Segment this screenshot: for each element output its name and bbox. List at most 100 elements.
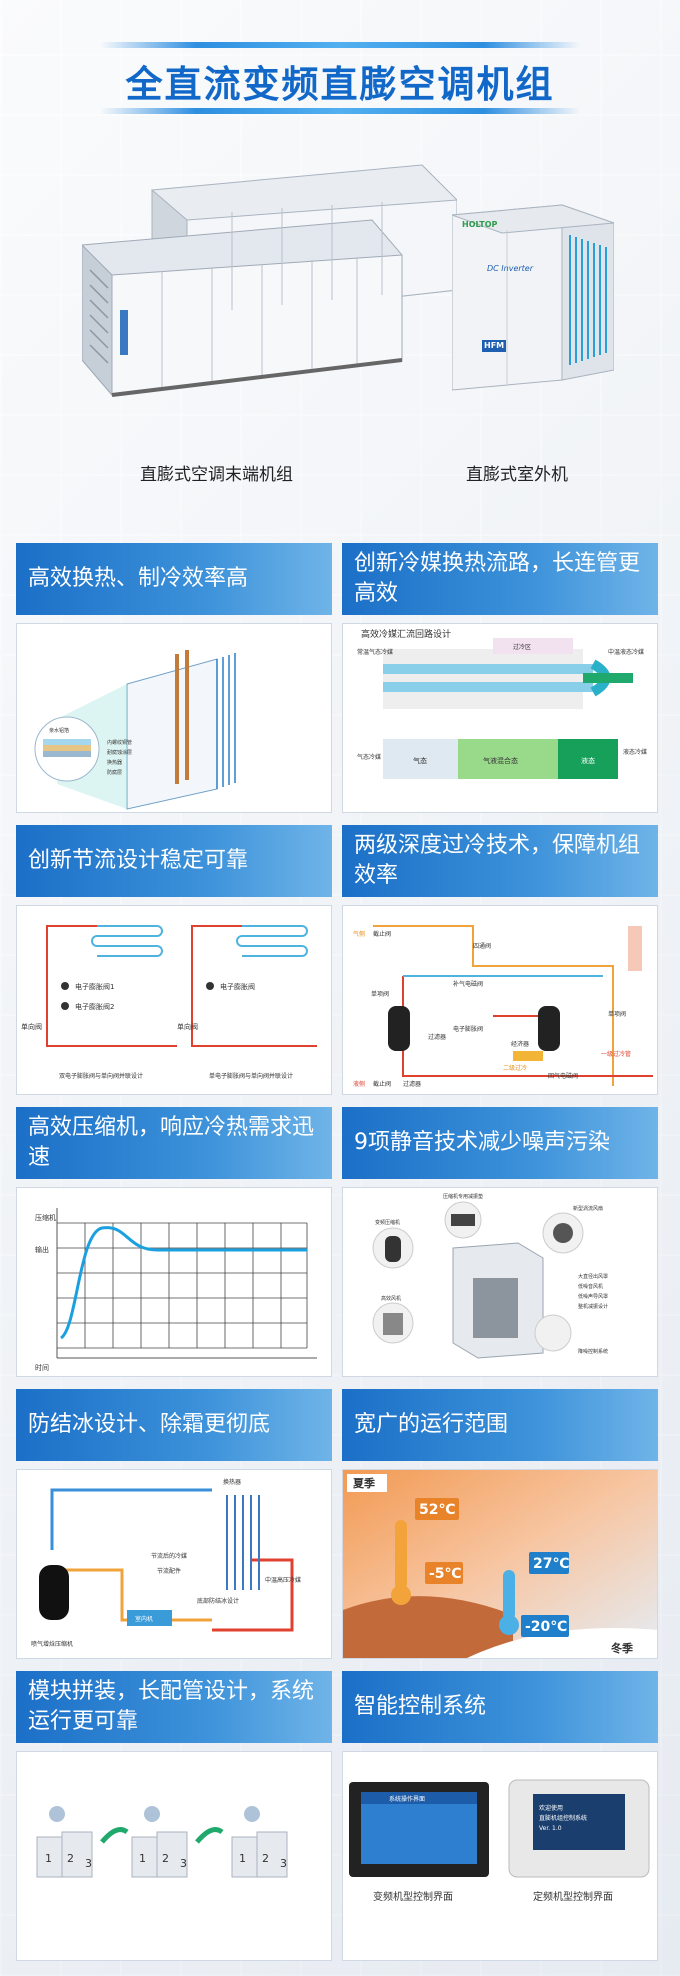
label: 过冷区 <box>513 643 531 651</box>
label: 单向阀 <box>177 1022 198 1031</box>
hfm-badge: HFM <box>484 341 505 350</box>
label: 整机减振设计 <box>578 1303 608 1310</box>
label: 气侧 <box>353 930 365 938</box>
odu-unit-image <box>452 204 614 391</box>
section-subcooling: 两级深度过冷技术，保障机组效率 四通阀 截止阀 气侧 单项阀 补气电磁阀 电子膨… <box>342 825 658 1095</box>
module-number: 1 <box>139 1852 146 1865</box>
label: 单向阀 <box>21 1022 42 1031</box>
control-panels-image: 系统操作界面 欢迎使用 直膨机组控制系统 Ver. 1.0 变频机型控制界面 定… <box>349 1779 650 1903</box>
label: 单项阀 <box>608 1010 626 1018</box>
section-image: 1 2 3 1 2 3 1 2 3 <box>16 1751 332 1961</box>
label: 亲水铝箔 <box>49 727 69 734</box>
banner-bar-bottom <box>100 108 580 114</box>
label: 截止阀 <box>373 930 391 938</box>
label: 时间 <box>35 1363 49 1372</box>
label: 换热器 <box>107 759 122 766</box>
label: 双电子膨胀阀与单向阀并联设计 <box>59 1072 143 1080</box>
section-heading: 9项静音技术减少噪声污染 <box>342 1107 658 1179</box>
label: 过滤器 <box>428 1033 446 1041</box>
label: 常温气态冷媒 <box>357 648 393 656</box>
label: 液态冷媒 <box>623 748 647 756</box>
section-heading: 宽广的运行范围 <box>342 1389 658 1461</box>
odu-logo: HOLTOP <box>462 220 498 229</box>
section-refrigerant-flow: 创新冷媒换热流路，长连管更高效 高效冷媒汇流回路设计 常温气态冷媒 中温液态冷媒… <box>342 543 658 813</box>
label: 压缩机专用减振垫 <box>443 1193 483 1200</box>
label: 耐腐蚀涂层 <box>107 749 132 756</box>
section-image: 亲水铝箔 内螺纹铜管 耐腐蚀涂层 换热器 防腐层 <box>16 623 332 813</box>
temp-label: 27℃ <box>533 1556 569 1572</box>
caption-ahu: 直膨式空调末端机组 <box>140 465 293 485</box>
modular-diagram: 1 2 3 1 2 3 1 2 3 <box>36 1806 288 1878</box>
label: 变频压缩机 <box>375 1219 400 1226</box>
temp-label: -5℃ <box>429 1566 462 1582</box>
label: 换热器 <box>223 1478 241 1486</box>
label: 气态 <box>413 756 427 765</box>
module-number: 3 <box>280 1857 287 1870</box>
section-image: 电子膨胀阀1 电子膨胀阀2 单向阀 电子膨胀阀 单向阀 双电子膨胀阀与单向阀并联… <box>16 905 332 1095</box>
module-number: 3 <box>180 1857 187 1870</box>
module-number: 1 <box>239 1852 246 1865</box>
season-label: 冬季 <box>611 1641 634 1655</box>
section-operating-range: 宽广的运行范围 夏季 52℃ -5℃ 27℃ -20℃ 冬季 <box>342 1389 658 1659</box>
label: 内螺纹铜管 <box>107 739 132 746</box>
label: 补气电磁阀 <box>453 980 483 988</box>
section-control-system: 智能控制系统 系统操作界面 欢迎使用 直膨机组控制系统 Ver. 1.0 变频机… <box>342 1671 658 1961</box>
label: 四通阀 <box>473 942 491 950</box>
caption-odu: 直膨式室外机 <box>466 465 568 485</box>
compressor-response-chart: 压缩机 输出 时间 <box>35 1208 317 1372</box>
section-heading: 创新节流设计稳定可靠 <box>16 825 332 897</box>
section-image: 夏季 52℃ -5℃ 27℃ -20℃ 冬季 <box>342 1469 658 1659</box>
label: 电子膨胀阀 <box>453 1025 483 1033</box>
label: 压缩机 <box>35 1213 56 1222</box>
section-heading: 两级深度过冷技术，保障机组效率 <box>342 825 658 897</box>
temp-label: 52℃ <box>419 1502 455 1518</box>
label: 防腐层 <box>107 769 122 776</box>
label: 高效冷媒汇流回路设计 <box>361 628 451 640</box>
label: 大直径出风罩 <box>578 1273 608 1280</box>
screen-text: Ver. 1.0 <box>539 1825 562 1832</box>
section-heading: 模块拼装，长配管设计，系统运行更可靠 <box>16 1671 332 1743</box>
caption: 定频机型控制界面 <box>533 1890 613 1903</box>
label: 输出 <box>35 1245 49 1254</box>
section-heading: 智能控制系统 <box>342 1671 658 1743</box>
label: 中温高压冷媒 <box>265 1576 301 1584</box>
label: 经济器 <box>511 1040 529 1048</box>
label: 高效风机 <box>381 1295 401 1302</box>
ahu-unit-image <box>82 164 457 397</box>
label: 电子膨胀阀1 <box>75 982 114 991</box>
section-heading: 创新冷媒换热流路，长连管更高效 <box>342 543 658 615</box>
dc-logo: DC Inverter <box>487 264 534 273</box>
refrigerant-flow-diagram: 高效冷媒汇流回路设计 常温气态冷媒 中温液态冷媒 过冷区 气态 气液混合态 液态… <box>357 628 647 779</box>
heat-exchanger-diagram: 亲水铝箔 内螺纹铜管 耐腐蚀涂层 换热器 防腐层 <box>34 650 236 810</box>
label: 低噪音风机 <box>578 1283 603 1290</box>
season-label: 夏季 <box>353 1476 376 1490</box>
anti-freeze-diagram: 室内机 换热器 节流后的冷媒 节流配件 中温高压冷媒 底部防结冰设计 喷气增焓压… <box>31 1478 301 1648</box>
label: 室内机 <box>135 1615 153 1623</box>
label: 电子膨胀阀2 <box>75 1002 114 1011</box>
label: 降噪控制系统 <box>578 1348 608 1355</box>
screen-text: 欢迎使用 <box>539 1804 563 1812</box>
page-title: 全直流变频直膨空调机组 <box>125 63 555 106</box>
label: 气态冷媒 <box>357 753 381 761</box>
section-image: 高效冷媒汇流回路设计 常温气态冷媒 中温液态冷媒 过冷区 气态 气液混合态 液态… <box>342 623 658 813</box>
label: 截止阀 <box>373 1080 391 1088</box>
label: 电子膨胀阀 <box>220 982 255 991</box>
section-heat-exchange: 高效换热、制冷效率高 亲水铝箔 内螺纹铜管 耐腐蚀涂层 换热器 防腐层 <box>16 543 332 813</box>
label: 液态 <box>581 756 595 765</box>
label: 中温液态冷媒 <box>608 648 644 656</box>
caption: 变频机型控制界面 <box>373 1890 453 1903</box>
banner-bar-top <box>100 42 580 48</box>
label: 液侧 <box>353 1080 365 1088</box>
section-compressor: 高效压缩机，响应冷热需求迅速 压缩机 输出 时间 <box>16 1107 332 1377</box>
label: 二级过冷 <box>503 1064 527 1072</box>
section-image: 四通阀 截止阀 气侧 单项阀 补气电磁阀 电子膨胀阀 过滤器 经济器 二级过冷 … <box>342 905 658 1095</box>
label: 低噪声导风罩 <box>578 1293 608 1300</box>
label: 单项阀 <box>371 990 389 998</box>
operating-range-image: 夏季 52℃ -5℃ 27℃ -20℃ 冬季 <box>343 1470 657 1658</box>
module-number: 2 <box>162 1852 169 1865</box>
section-image: 压缩机 输出 时间 <box>16 1187 332 1377</box>
module-number: 1 <box>45 1852 52 1865</box>
label: 回气电磁阀 <box>548 1072 578 1080</box>
section-image: 压缩机专用减振垫 变频压缩机 高效风机 新型涡流风扇 大直径出风罩 低噪音风机 … <box>342 1187 658 1377</box>
subcooling-diagram: 四通阀 截止阀 气侧 单项阀 补气电磁阀 电子膨胀阀 过滤器 经济器 二级过冷 … <box>353 925 653 1088</box>
